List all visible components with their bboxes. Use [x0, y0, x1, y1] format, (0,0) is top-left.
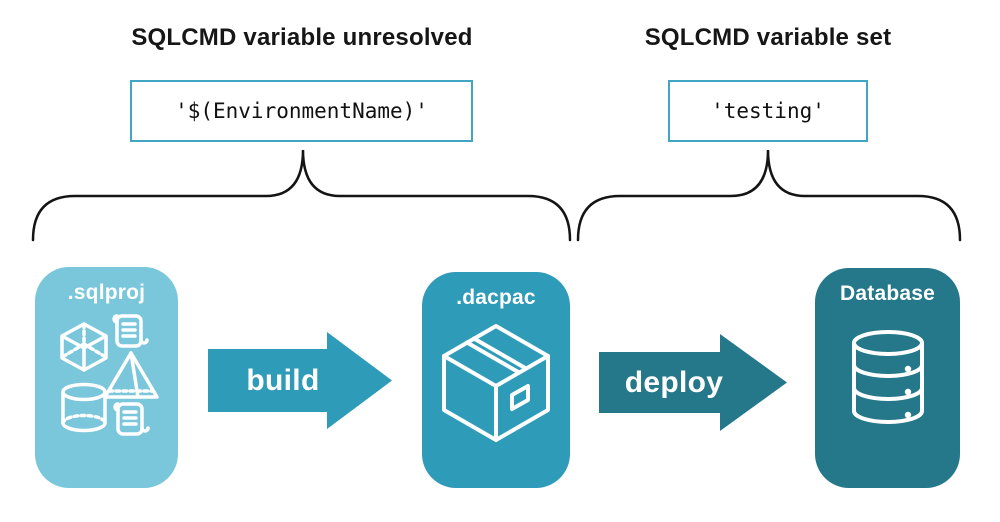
script-scroll-icon [112, 402, 150, 436]
database-label: Database [840, 282, 935, 305]
code-value-set: 'testing' [711, 99, 825, 123]
stage-sqlproj: .sqlproj [35, 267, 178, 488]
script-scroll-icon [111, 314, 149, 348]
code-box-environment-variable: '$(EnvironmentName)' [130, 80, 473, 142]
build-arrow-shape [208, 332, 392, 429]
dacpac-label: .dacpac [456, 286, 536, 309]
package-box-icon [442, 324, 550, 442]
deploy-arrow: deploy [599, 333, 787, 432]
sqlproj-label: .sqlproj [67, 281, 146, 304]
sql-objects-icons [59, 314, 159, 436]
stage-database: Database [815, 268, 960, 488]
pyramid-icon [102, 351, 159, 399]
heading-sqlcmd-set: SQLCMD variable set [644, 24, 892, 51]
deploy-arrow-shape [599, 334, 787, 431]
left-brace [31, 149, 572, 242]
deploy-arrow-label: deploy [624, 365, 724, 399]
build-arrow: build [208, 331, 392, 430]
stage-dacpac: .dacpac [422, 272, 570, 488]
heading-sqlcmd-unresolved: SQLCMD variable unresolved [131, 24, 473, 51]
code-value-unresolved: '$(EnvironmentName)' [175, 99, 428, 123]
right-brace [576, 149, 962, 242]
database-stack-icon [851, 330, 924, 424]
cylinder-icon [60, 382, 107, 433]
build-arrow-label: build [246, 363, 320, 397]
cube-icon [59, 322, 108, 372]
code-box-testing-value: 'testing' [668, 80, 868, 142]
